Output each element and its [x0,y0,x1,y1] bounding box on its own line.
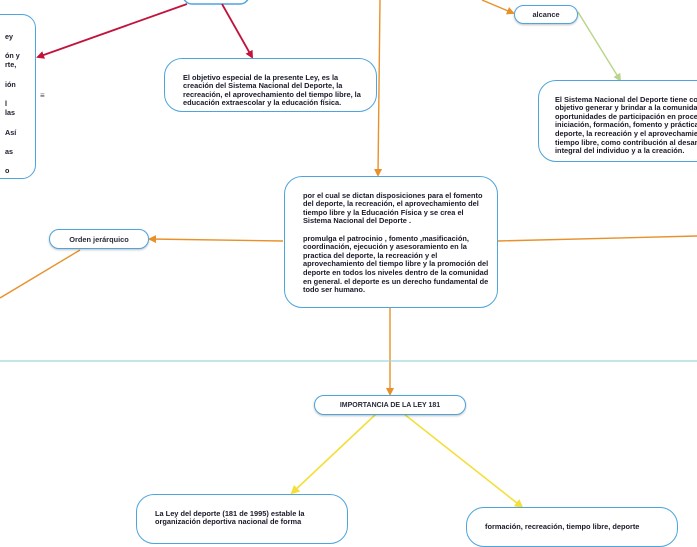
connector-to-alcance [481,0,515,15]
connector-importancia-to-formacion [403,413,524,509]
top-parent-node[interactable] [183,0,249,5]
orden-jerarquico-label: Orden jerárquico [69,234,129,244]
central-node[interactable]: por el cual se dictan disposiciones para… [284,176,498,308]
connector-central-to-orden [148,235,284,244]
ley-181-node[interactable]: La Ley del deporte (181 de 1995) estable… [136,494,348,544]
left-partial-node[interactable]: ey ón y rte, ión l las Así as o [0,14,36,179]
alcance-node[interactable]: alcance [514,5,578,24]
formacion-node[interactable]: formación, recreación, tiempo libre, dep… [466,507,678,547]
hamburger-icon[interactable]: ≡ [40,91,45,100]
connector-importancia-to-ley [290,413,377,495]
importancia-node[interactable]: IMPORTANCIA DE LA LEY 181 [314,395,466,415]
central-text: por el cual se dictan disposiciones para… [303,190,489,295]
connector-orden-out [0,249,81,299]
connector-central-to-right [497,235,697,242]
importancia-label: IMPORTANCIA DE LA LEY 181 [339,401,441,409]
left-partial-text: ey ón y rte, ión l las Así as o [5,31,20,175]
connector-layer [0,0,697,509]
formacion-text: formación, recreación, tiempo libre, dep… [485,521,640,531]
orden-jerarquico-node[interactable]: Orden jerárquico [49,229,149,249]
connector-top-to-objetivo [221,3,253,59]
objetivo-node[interactable]: El objetivo especial de la presente Ley,… [164,58,377,112]
ley-181-text: La Ley del deporte (181 de 1995) estable… [155,508,305,527]
connector-root-to-central [374,0,383,177]
connector-top-to-left [36,3,188,59]
objetivo-text: El objetivo especial de la presente Ley,… [183,72,361,108]
connector-alcance-to-text [577,11,622,82]
alcance-label: alcance [532,10,560,19]
